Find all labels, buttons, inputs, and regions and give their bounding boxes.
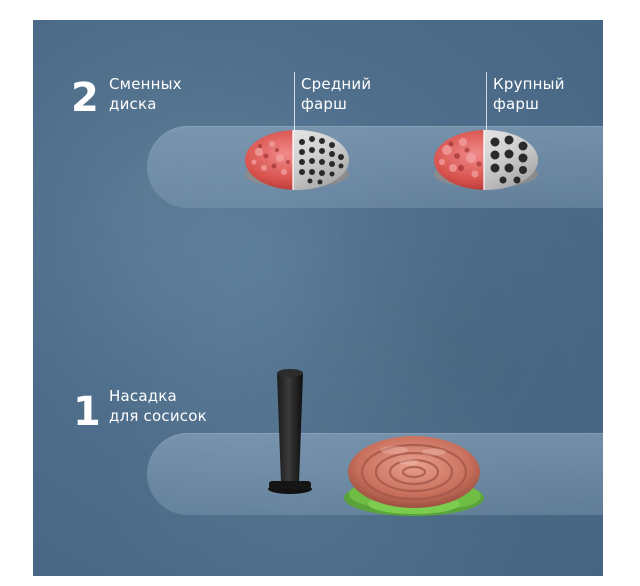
large-mince-line2: фарш <box>493 95 540 113</box>
medium-mince-line1: Средний <box>301 75 372 93</box>
nozzle-title: Насадка для сосисок <box>109 386 207 426</box>
nozzle-count: 1 <box>73 389 101 435</box>
sausage-nozzle-image <box>265 365 315 495</box>
disks-title: Сменных диска <box>109 74 182 114</box>
large-disk-image <box>433 124 539 194</box>
large-mince-label: Крупный фарш <box>493 74 565 114</box>
medium-mince-line2: фарш <box>301 95 348 113</box>
nozzle-title-line1: Насадка <box>109 387 177 405</box>
disks-count: 2 <box>71 75 99 121</box>
large-separator <box>486 72 487 182</box>
nozzle-title-line2: для сосисок <box>109 407 207 425</box>
disks-title-line2: диска <box>109 95 157 113</box>
large-mince-line1: Крупный <box>493 75 565 93</box>
promo-panel: 2 Сменных диска Средний фарш Крупный фар… <box>33 20 603 576</box>
medium-separator <box>294 72 295 182</box>
sausage-coil-image <box>339 420 489 520</box>
medium-disk-image <box>244 124 350 194</box>
disks-title-line1: Сменных <box>109 75 182 93</box>
medium-mince-label: Средний фарш <box>301 74 371 114</box>
